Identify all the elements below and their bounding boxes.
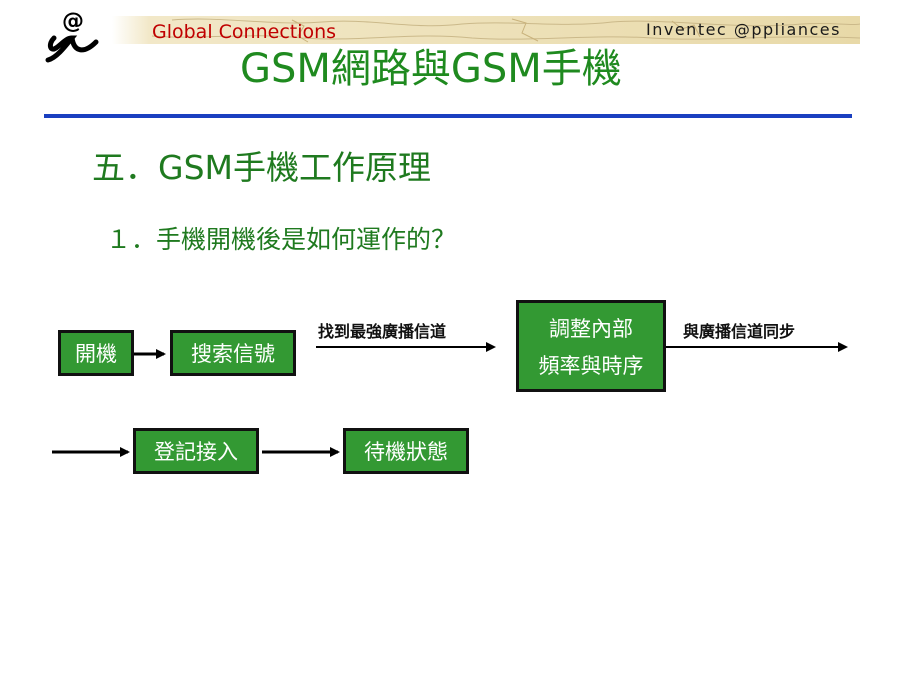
company-logo: @ — [44, 8, 108, 66]
step-standby-label: 待機狀態 — [364, 440, 448, 464]
step-search-signal: 搜索信號 — [170, 330, 296, 376]
step-adjust-line2: 頻率與時序 — [538, 353, 644, 378]
step-register: 登記接入 — [133, 428, 259, 474]
brand-tagline: Global Connections — [152, 21, 337, 43]
step-register-label: 登記接入 — [154, 440, 238, 464]
step-adjust-frequency: 調整內部 頻率與時序 — [516, 300, 666, 392]
page-title: GSM網路與GSM手機 — [240, 46, 622, 92]
title-divider — [44, 114, 852, 118]
edge-label-find-channel: 找到最強廣播信道 — [318, 322, 447, 341]
edge-label-sync-channel: 與廣播信道同步 — [683, 322, 796, 341]
step-power-on-label: 開機 — [75, 342, 117, 366]
company-name: Inventec @ppliances — [646, 20, 841, 39]
step-search-signal-label: 搜索信號 — [191, 342, 275, 366]
question-heading: １．手機開機後是如何運作的？ — [106, 225, 457, 254]
step-adjust-line1: 調整內部 — [549, 316, 633, 341]
step-power-on: 開機 — [58, 330, 134, 376]
section-heading: 五．GSM手機工作原理 — [92, 148, 431, 187]
step-standby: 待機狀態 — [343, 428, 469, 474]
svg-text:@: @ — [62, 9, 84, 34]
world-map-banner — [112, 16, 860, 44]
header-band — [112, 16, 860, 44]
